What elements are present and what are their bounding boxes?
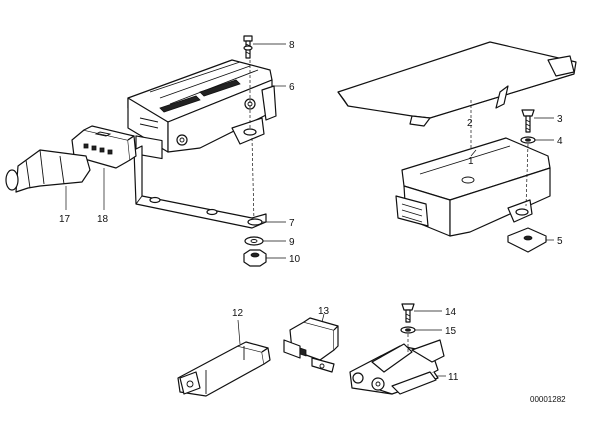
screw-3 [521, 109, 535, 133]
diagram-reference-number: 00001282 [530, 395, 566, 404]
callout-15: 15 [445, 326, 457, 337]
washer-9 [244, 236, 264, 246]
clip-nut-5 [507, 227, 547, 253]
relay-13 [283, 317, 339, 373]
sensor-12 [177, 341, 271, 397]
callout-14: 14 [445, 307, 457, 318]
callout-9: 9 [289, 237, 295, 248]
mounting-bracket [133, 145, 267, 229]
callout-12: 12 [232, 308, 244, 319]
callout-10: 10 [289, 254, 301, 265]
callout-2: 2 [467, 118, 473, 129]
control-unit-right [395, 137, 551, 237]
callout-7: 7 [289, 218, 295, 229]
screw-14 [401, 303, 415, 323]
washer-15 [400, 326, 416, 334]
callout-8-top: 8 [289, 40, 295, 51]
callout-11: 11 [448, 372, 459, 383]
callout-17: 17 [59, 214, 71, 225]
callout-5: 5 [557, 236, 563, 247]
control-unit-left [127, 59, 277, 160]
callout-13: 13 [318, 306, 330, 317]
nut-10 [243, 249, 267, 267]
callout-3: 3 [557, 114, 563, 125]
washer-4 [520, 136, 536, 144]
cover-2 [337, 41, 577, 127]
rubber-boot-17 [5, 149, 91, 193]
callout-6: 6 [289, 82, 295, 93]
callout-1: 1 [468, 156, 474, 167]
module-11 [349, 339, 445, 395]
callout-4: 4 [557, 136, 563, 147]
callout-18: 18 [97, 214, 109, 225]
screw-8-top [243, 35, 253, 59]
